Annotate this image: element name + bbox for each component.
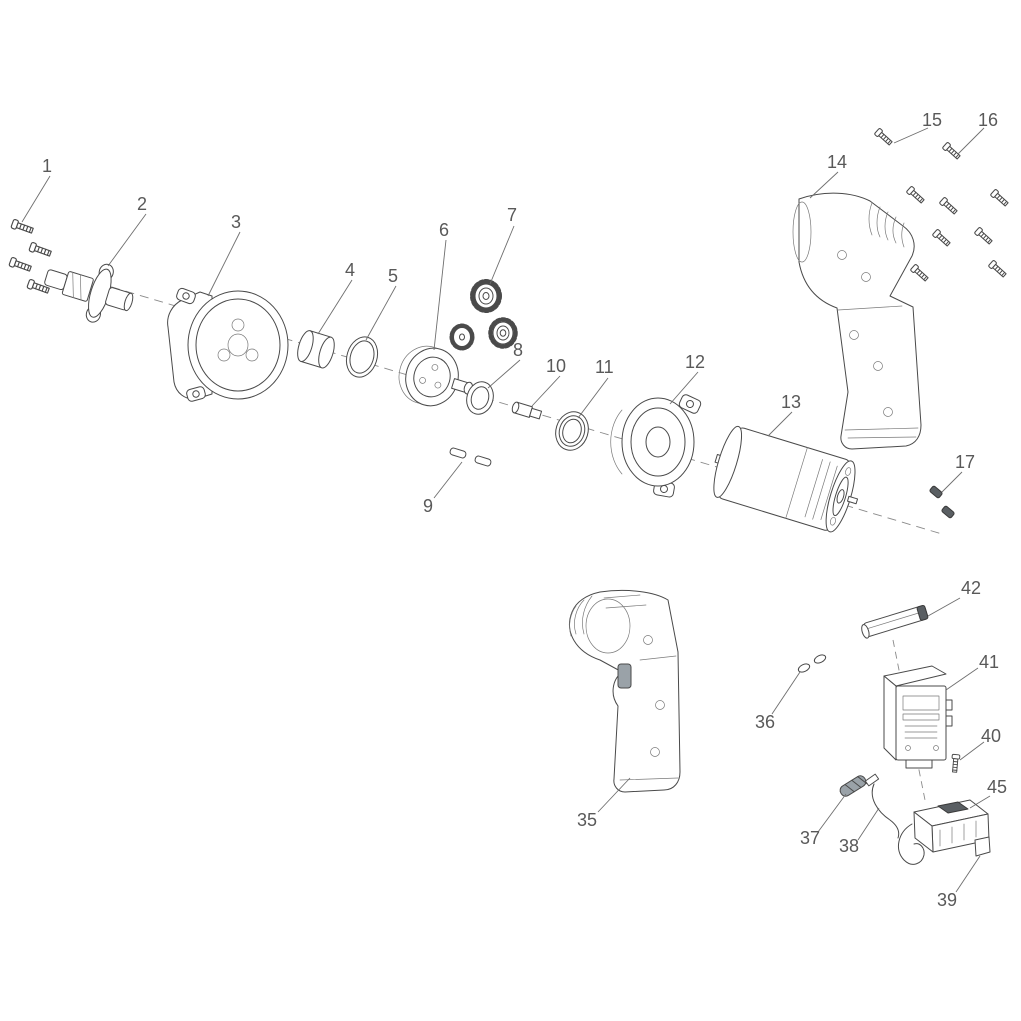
- leader-14: [809, 171, 839, 199]
- callout-41: 41: [979, 652, 999, 672]
- callout-42: 42: [961, 578, 981, 598]
- callout-6: 6: [439, 220, 449, 240]
- part-housing-left: [569, 589, 681, 793]
- callout-9: 9: [423, 496, 433, 516]
- part-terminal-block: [897, 799, 991, 865]
- callout-13: 13: [781, 392, 801, 412]
- leader-35: [597, 777, 631, 813]
- leader-3: [207, 231, 241, 297]
- part-pinion-gear: [470, 279, 502, 313]
- leader-36: [771, 671, 801, 715]
- part-spindle: [44, 263, 134, 323]
- part-housing-right: [792, 192, 922, 450]
- callout-1: 1: [42, 156, 52, 176]
- part-spacer-sleeve: [297, 330, 335, 369]
- callout-5: 5: [388, 266, 398, 286]
- part-gear-large: [488, 317, 518, 349]
- part-roll-pins: [449, 447, 492, 467]
- leader-4: [317, 279, 353, 335]
- part-steel-balls: [797, 654, 827, 673]
- callout-45: 45: [987, 777, 1007, 797]
- part-gear-carrier: [398, 345, 474, 407]
- callout-39: 39: [937, 890, 957, 910]
- callout-4: 4: [345, 260, 355, 280]
- part-washer: [466, 381, 494, 415]
- callout-17: 17: [955, 452, 975, 472]
- part-gear-small: [449, 323, 475, 351]
- leader-42: [927, 597, 961, 617]
- callout-16: 16: [978, 110, 998, 130]
- callout-35: 35: [577, 810, 597, 830]
- callout-11: 11: [595, 357, 614, 377]
- leader-6: [433, 239, 447, 351]
- callout-40: 40: [981, 726, 1001, 746]
- part-bearing: [555, 411, 589, 451]
- part-set-screws: [929, 485, 955, 519]
- part-motor: [713, 425, 859, 533]
- leader-13: [767, 411, 793, 437]
- leader-1: [21, 175, 51, 223]
- part-hammer-case-cover: [610, 394, 702, 498]
- leader-17: [941, 471, 963, 493]
- leader-15: [893, 127, 929, 144]
- part-screw-40: [950, 753, 961, 773]
- part-gear-case: [167, 287, 289, 402]
- leader-2: [107, 213, 147, 267]
- callout-38: 38: [839, 836, 859, 856]
- callout-3: 3: [231, 212, 241, 232]
- leader-45: [969, 795, 991, 809]
- callout-10: 10: [546, 356, 566, 376]
- leader-8: [487, 359, 521, 389]
- part-contact-strip: [861, 604, 929, 639]
- leader-39: [955, 855, 981, 893]
- part-lead-wire: [864, 773, 900, 839]
- leader-lines: [21, 127, 991, 893]
- leader-9: [433, 461, 463, 499]
- callout-14: 14: [827, 152, 847, 172]
- leader-12: [669, 371, 699, 405]
- callout-36: 36: [755, 712, 775, 732]
- callout-2: 2: [137, 194, 147, 214]
- leader-10: [531, 375, 561, 407]
- leader-40: [959, 741, 985, 761]
- leader-5: [365, 285, 397, 341]
- leader-38: [857, 807, 880, 841]
- leader-41: [945, 667, 979, 691]
- leader-7: [489, 225, 515, 285]
- callout-15: 15: [922, 110, 942, 130]
- part-shaft: [511, 401, 543, 420]
- leader-16: [957, 127, 985, 155]
- leader-11: [577, 377, 609, 419]
- leader-37: [817, 793, 847, 833]
- callout-7: 7: [507, 205, 517, 225]
- callout-37: 37: [800, 828, 820, 848]
- diagram-art: [8, 127, 1010, 865]
- part-retaining-ring: [345, 336, 379, 378]
- part-switch: [883, 665, 953, 769]
- callout-12: 12: [685, 352, 705, 372]
- callout-labels: 1 2 3 4 5 6 7 8 9 10 11 12 13 14 15 16 1…: [42, 110, 1007, 910]
- callout-8: 8: [513, 340, 523, 360]
- part-sleeve: [839, 775, 868, 797]
